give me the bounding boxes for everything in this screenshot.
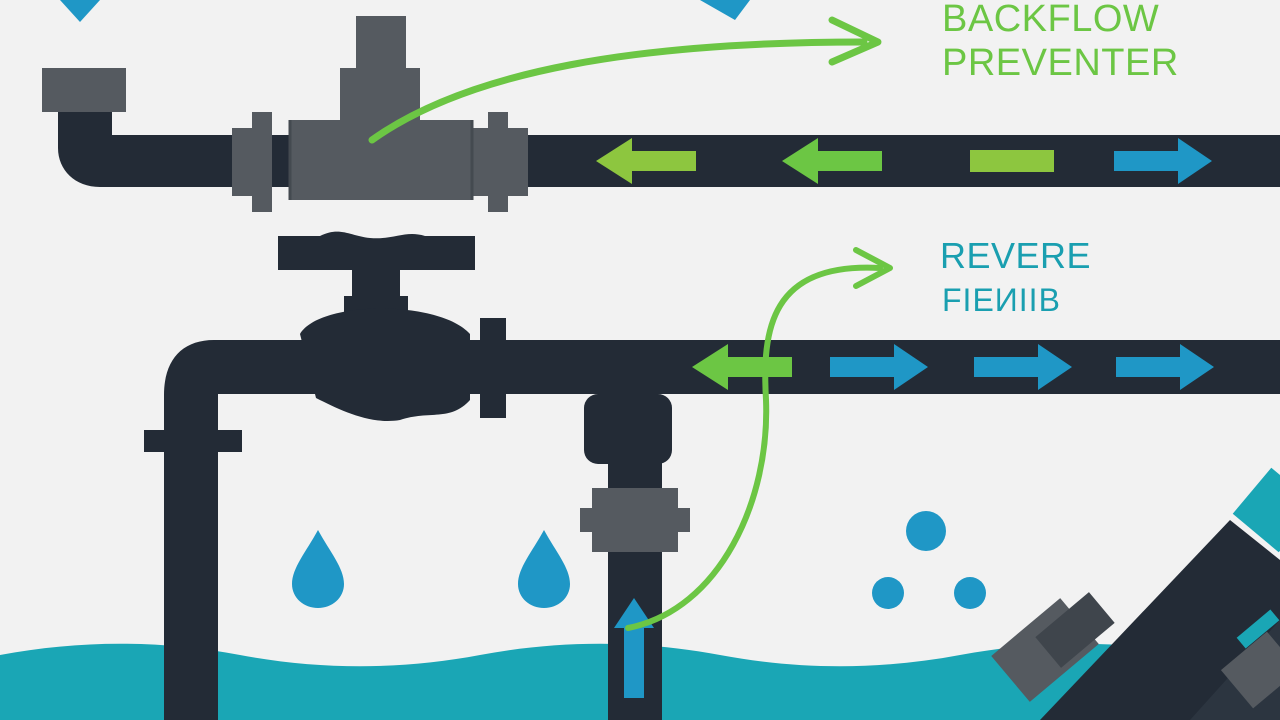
flow-arrow-right-icon <box>830 344 928 390</box>
water-drop-icon <box>518 530 570 608</box>
backflow-curve-arrowhead <box>828 16 882 66</box>
valve-flange-left-bolt <box>252 112 272 212</box>
lower-pipe-fitting <box>480 318 506 418</box>
preventer-label: PREVENTER <box>942 42 1179 84</box>
valve-riser-top <box>356 16 406 76</box>
flow-arrow-left-icon <box>692 344 792 390</box>
drop-pipe-coupling-lip <box>580 508 690 532</box>
submerged-pipe <box>991 467 1280 720</box>
valve-handle-icon <box>278 231 475 270</box>
flow-dash <box>970 150 1054 172</box>
water-bubble <box>906 511 946 551</box>
flow-arrow-left-icon <box>782 138 882 184</box>
flow-arrow-right-icon <box>1116 344 1214 390</box>
flow-arrow-right-icon <box>1114 138 1212 184</box>
flow-arrow-left-icon <box>596 138 696 184</box>
reverse-flow-arrowhead <box>853 247 893 289</box>
flow-arrow-right-icon <box>974 344 1072 390</box>
valve-flange-right-bolt <box>488 112 508 212</box>
top-pipe-cap <box>42 68 126 112</box>
water-bubble <box>872 577 904 609</box>
water-drop-icon <box>292 530 344 608</box>
water-bubble <box>954 577 986 609</box>
flow-label: FIEИIIB <box>942 282 1061 318</box>
backflow-label: BACKFLOW <box>942 0 1160 40</box>
corner-mark-right <box>700 0 750 20</box>
lower-pipe-clamp <box>144 430 242 452</box>
reverse-flow-curve-arrow-icon <box>625 264 883 631</box>
corner-mark-left <box>60 0 100 22</box>
top-pipe-elbow <box>58 112 240 187</box>
backflow-curve-arrow-icon <box>368 38 868 144</box>
flow-arrow-up-icon <box>614 598 654 698</box>
reverse-label: REVERE <box>940 235 1092 276</box>
lower-pipe-elbow <box>164 340 1280 720</box>
